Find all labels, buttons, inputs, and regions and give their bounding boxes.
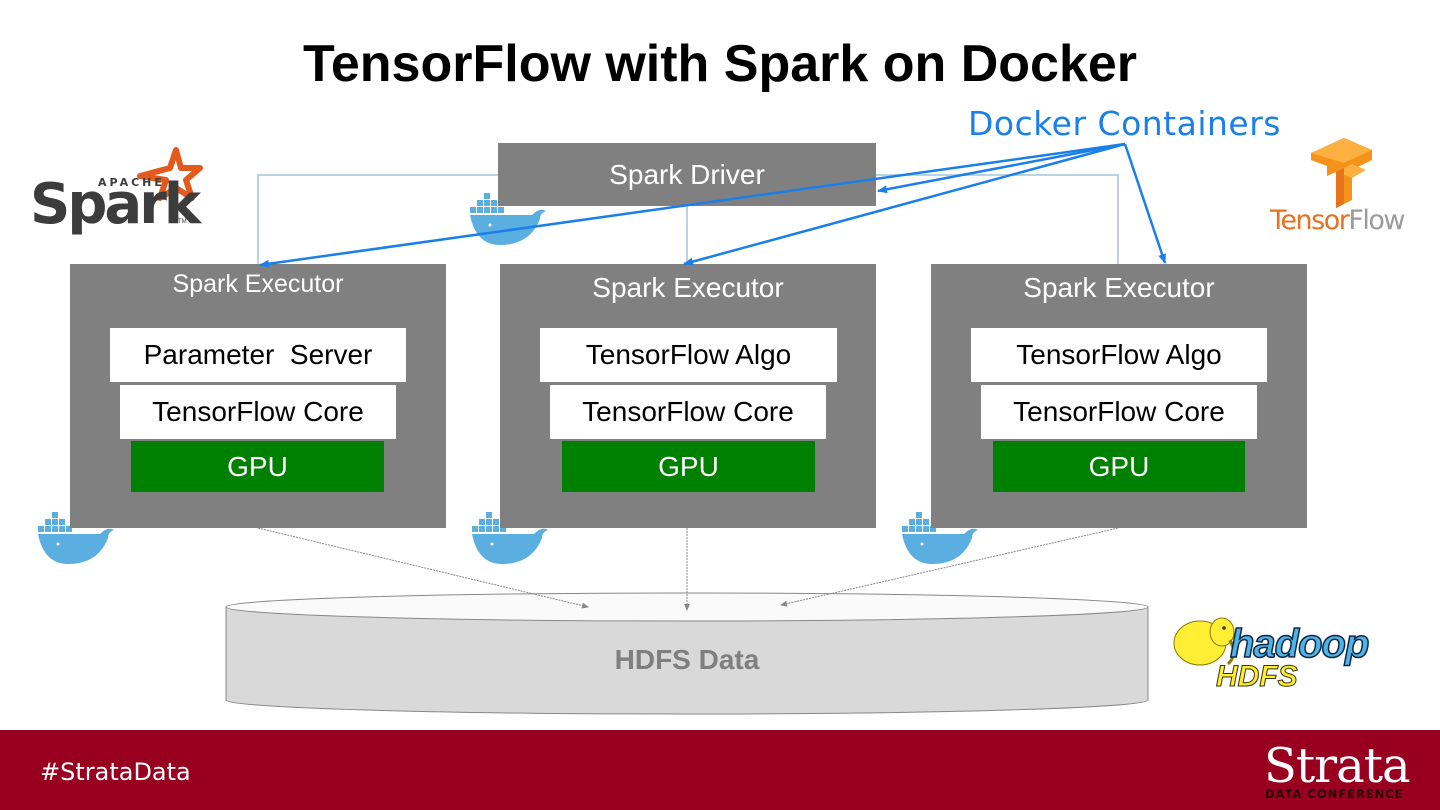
spark-logo-text: Spark [30,172,201,237]
hdfs-arrow-left [257,527,589,609]
hdfs-arrow-right [780,527,1119,607]
spark-executor-1: Spark Executor Parameter Server TensorFl… [70,264,446,528]
connector-right [876,174,1119,264]
tensorflow-algo-box: TensorFlow Algo [540,328,837,382]
strata-logo-subtitle: DATA CONFERENCE [1265,787,1404,801]
hdfs-data-label: HDFS Data [614,644,760,675]
parameter-server-box: Parameter Server [110,328,406,382]
strata-logo-text: Strata [1264,738,1411,794]
gpu-box: GPU [993,441,1245,492]
footer-bar [0,730,1440,810]
docker-whale-icon [38,512,114,564]
executor-title: Spark Executor [592,272,784,303]
spark-star-icon [137,147,203,201]
spark-driver-label: Spark Driver [609,158,765,190]
hadoop-hdfs-text: HDFS [1216,660,1299,694]
hadoop-logo-text: hadoop [1229,621,1370,667]
tensorflow-core-box: TensorFlow Core [120,385,396,439]
executor-title: Spark Executor [172,270,344,298]
tensorflow-core-box: TensorFlow Core [550,385,826,439]
executor-hdfs-arrows [257,527,1119,611]
footer-hashtag: #StrataData [40,758,191,786]
spark-logo-apache-text: APACHE [98,176,165,189]
spark-driver-box: Spark Driver [498,143,876,206]
tensorflow-logo-text: TensorFlow [1270,205,1405,236]
gpu-box: GPU [562,441,815,492]
tensorflow-core-box: TensorFlow Core [981,385,1257,439]
gpu-box: GPU [131,441,384,492]
spark-logo-tm: TM [178,219,187,225]
slide-title: TensorFlow with Spark on Docker [302,35,1138,93]
tensorflow-algo-box: TensorFlow Algo [971,328,1267,382]
docker-whale-icon [902,512,978,564]
tensorflow-logo-word-tensor: Tensor [1270,205,1350,236]
connector-left [257,174,498,264]
tensorflow-logo [1311,138,1372,208]
tensorflow-logo-word-flow: Flow [1348,205,1405,236]
docker-whale-icon [472,512,548,564]
executor-title: Spark Executor [1023,272,1215,303]
spark-executor-3: Spark Executor TensorFlow Algo TensorFlo… [931,264,1307,528]
apache-spark-logo [137,147,203,201]
hadoop-logo [1173,617,1235,666]
spark-executor-2: Spark Executor TensorFlow Algo TensorFlo… [500,264,876,528]
docker-containers-label: Docker Containers [968,104,1281,143]
